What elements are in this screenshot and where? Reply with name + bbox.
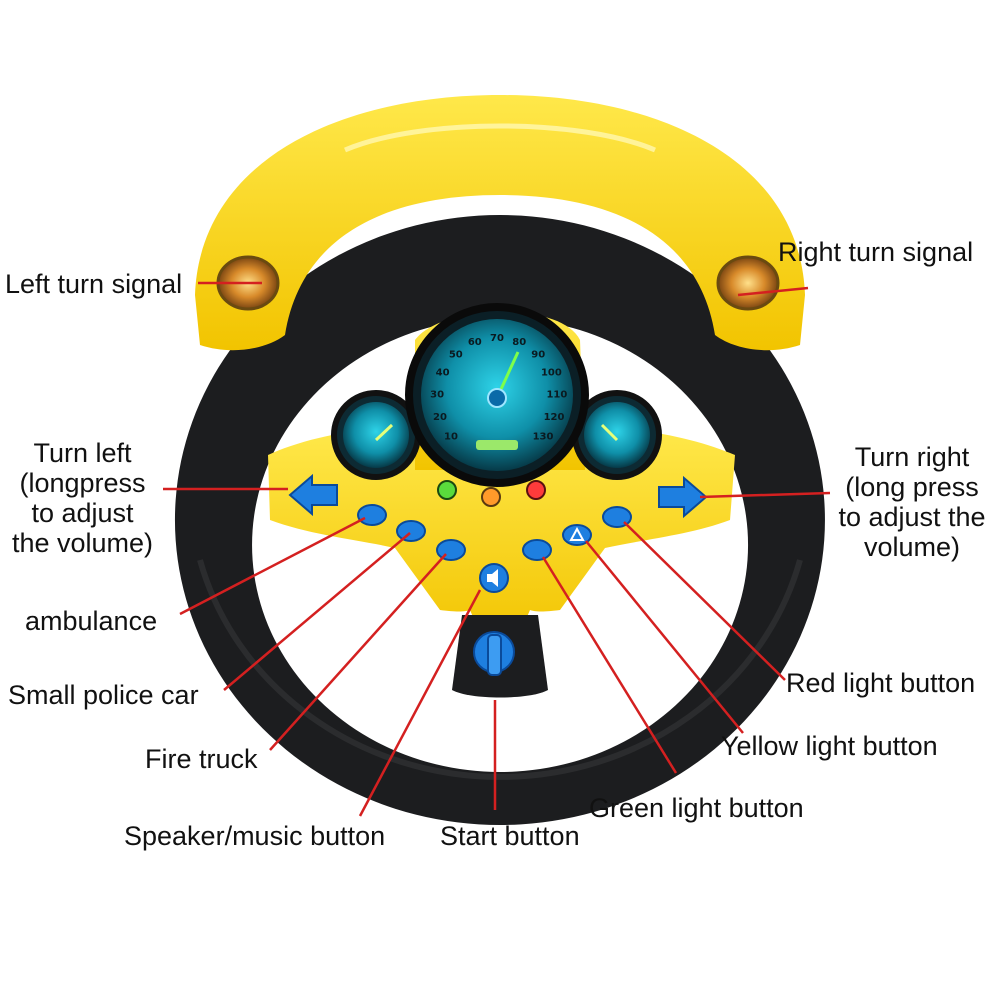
leader-red-light [623, 521, 786, 681]
label-small-police-car: Small police car [8, 680, 199, 710]
orange-led [481, 487, 501, 507]
speedometer: 10 20 30 40 50 60 70 80 90 100 110 120 130 [405, 303, 589, 487]
leader-police-car [223, 532, 411, 691]
speedometer-tick-label: 100 [541, 368, 562, 379]
red-led [526, 480, 546, 500]
speedometer-tick-label: 60 [468, 337, 482, 348]
speedometer-tick-label: 50 [449, 349, 463, 360]
warning-triangle-icon [569, 526, 585, 541]
leader-fire-truck [269, 553, 447, 751]
odometer [476, 440, 518, 450]
label-yellow-light: Yellow light button [721, 731, 938, 761]
leader-speaker [358, 589, 482, 817]
speaker-icon [487, 569, 498, 587]
label-start-button: Start button [440, 821, 580, 851]
key-icon [487, 634, 502, 676]
label-right-turn-signal: Right turn signal [778, 237, 974, 267]
speaker-button[interactable] [479, 563, 509, 593]
speedometer-tick-label: 130 [533, 432, 554, 443]
green-led [437, 480, 457, 500]
speedometer-tick-label: 70 [490, 333, 504, 344]
speedometer-tick-label: 30 [430, 390, 444, 401]
leader-turn-right [699, 491, 831, 499]
label-turn-left-line1: Turn left [33, 438, 132, 468]
ambulance-button[interactable] [357, 504, 387, 526]
police-car-button[interactable] [396, 520, 426, 542]
speedometer-tick-label: 10 [444, 432, 458, 443]
left-fuel-gauge [331, 390, 421, 480]
yellow-light-button[interactable] [562, 524, 592, 546]
label-left-turn-signal: Left turn signal [5, 269, 183, 299]
yellow-rim [195, 95, 805, 351]
leader-right-turn-signal [737, 286, 809, 297]
label-ambulance: ambulance [25, 606, 158, 636]
label-turn-left-line2: (longpress [19, 468, 146, 498]
label-red-light: Red light button [786, 668, 976, 698]
label-speaker-music: Speaker/music button [124, 821, 386, 851]
speedometer-tick-label: 80 [512, 337, 526, 348]
speedometer-tick-label: 120 [544, 412, 565, 423]
right-fuel-gauge [572, 390, 662, 480]
label-turn-right-line3: to adjust the [838, 502, 986, 532]
label-fire-truck: Fire truck [145, 744, 258, 774]
label-turn-left: Turn left (longpress to adjust the volum… [5, 438, 160, 558]
leader-yellow-light [585, 540, 744, 734]
black-grip-ring [174, 215, 825, 825]
speedometer-tick-label: 90 [531, 349, 545, 360]
speedometer-hub [487, 388, 507, 408]
right-turn-signal-lamp [716, 255, 780, 311]
label-turn-right-line1: Turn right [854, 442, 970, 472]
label-turn-right-line2: (long press [845, 472, 979, 502]
label-green-light: Green light button [589, 793, 804, 823]
speedometer-tick-label: 110 [546, 390, 567, 401]
green-light-button[interactable] [522, 539, 552, 561]
leader-green-light [541, 556, 678, 774]
turn-left-button[interactable] [288, 473, 338, 517]
label-turn-right: Turn right (long press to adjust the vol… [828, 442, 996, 562]
leader-ambulance [179, 516, 366, 616]
speedometer-tick-label: 20 [433, 412, 447, 423]
label-turn-right-line4: volume) [863, 532, 961, 562]
speedometer-tick-label: 40 [436, 368, 450, 379]
label-turn-left-line4: the volume) [11, 528, 154, 558]
start-key-button[interactable] [473, 631, 515, 676]
fire-truck-button[interactable] [436, 539, 466, 561]
label-turn-left-line3: to adjust [31, 498, 134, 528]
leader-lines [163, 281, 831, 817]
turn-right-button[interactable] [658, 475, 708, 519]
